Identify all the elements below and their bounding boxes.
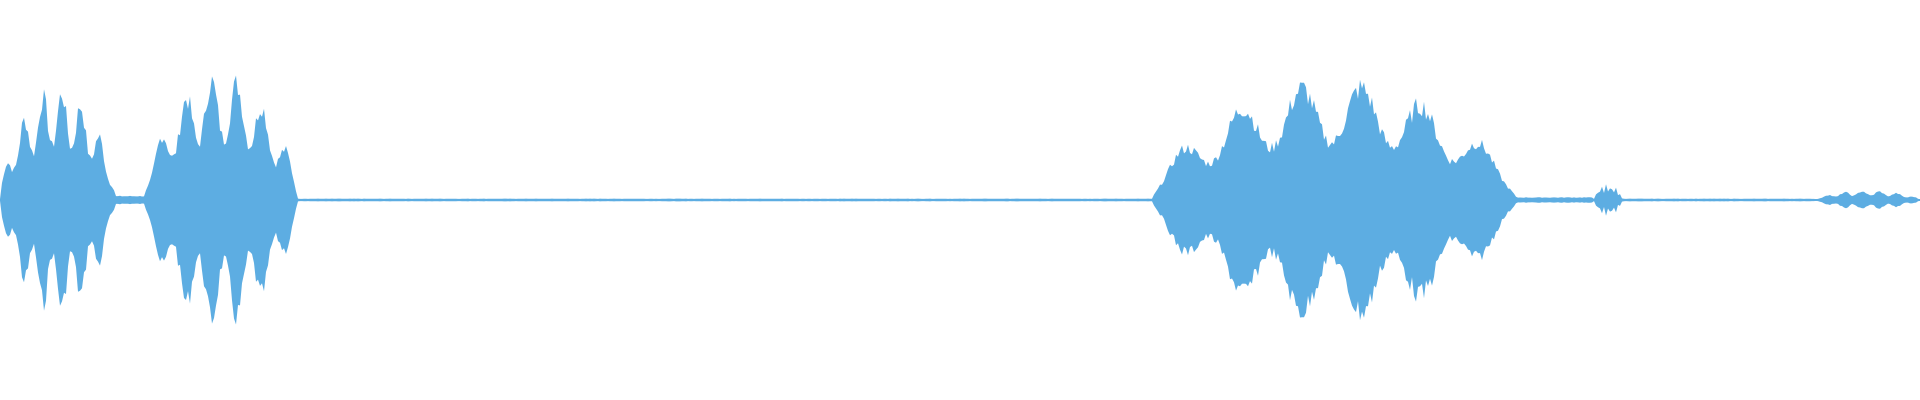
waveform-shape [0, 75, 1920, 325]
